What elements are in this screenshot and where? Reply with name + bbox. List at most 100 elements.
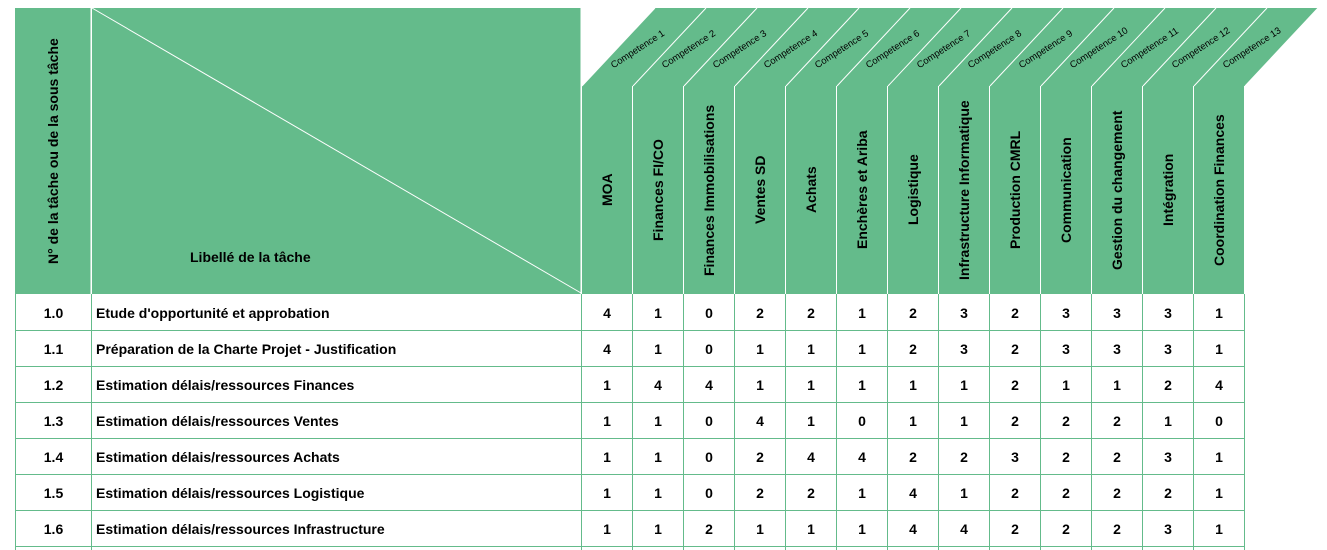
competence-value: 0 — [705, 304, 713, 321]
competence-separator — [1091, 7, 1166, 87]
competence-value: 1 — [960, 376, 968, 393]
competence-value: 0 — [705, 484, 713, 501]
competence-value: 1 — [909, 376, 917, 393]
competence-value: 1 — [654, 412, 662, 429]
competence-value: 1 — [756, 340, 764, 357]
competence-value: 1 — [654, 304, 662, 321]
competence-value: 4 — [909, 520, 917, 537]
competence-value: 1 — [654, 484, 662, 501]
competence-value: 2 — [909, 304, 917, 321]
competence-value: 2 — [1062, 412, 1070, 429]
task-label: Estimation délais/ressources Achats — [96, 448, 340, 465]
competence-value: 4 — [858, 448, 866, 465]
competence-value: 2 — [1113, 448, 1121, 465]
competence-value: 3 — [1113, 304, 1121, 321]
task-label: Estimation délais/ressources Ventes — [96, 412, 339, 429]
column-header: Ventes SD — [752, 155, 768, 225]
competence-value: 1 — [1215, 484, 1223, 501]
column-header: Finances Immobilisations — [701, 104, 717, 276]
competence-value: 2 — [1011, 376, 1019, 393]
task-label: Estimation délais/ressources Infrastruct… — [96, 520, 385, 537]
competence-value: 1 — [858, 376, 866, 393]
competence-value: 2 — [807, 484, 815, 501]
competence-value: 1 — [858, 484, 866, 501]
column-header: Communication — [1058, 137, 1074, 243]
competence-value: 1 — [807, 340, 815, 357]
competence-value: 3 — [1113, 340, 1121, 357]
competence-value: 2 — [909, 340, 917, 357]
competence-separator — [1142, 7, 1217, 87]
competence-value: 1 — [756, 520, 764, 537]
competence-value: 4 — [654, 376, 662, 393]
competence-value: 1 — [807, 520, 815, 537]
task-number: 1.0 — [43, 304, 64, 321]
competence-value: 4 — [909, 484, 917, 501]
task-number: 1.2 — [43, 376, 64, 393]
competence-value: 2 — [807, 304, 815, 321]
competence-value: 3 — [960, 340, 968, 357]
competence-separator — [1244, 7, 1319, 87]
competence-value: 1 — [603, 448, 611, 465]
task-number: 1.4 — [43, 448, 64, 465]
competence-value: 1 — [603, 412, 611, 429]
competence-value: 1 — [960, 484, 968, 501]
competence-value: 3 — [960, 304, 968, 321]
competence-value: 1 — [654, 340, 662, 357]
competence-value: 2 — [1113, 484, 1121, 501]
column-header: Gestion du changement — [1109, 110, 1125, 270]
task-number: 1.3 — [43, 412, 64, 429]
competence-value: 1 — [807, 376, 815, 393]
competence-value: 2 — [1011, 484, 1019, 501]
competence-value: 0 — [705, 340, 713, 357]
competence-value: 2 — [1062, 484, 1070, 501]
competence-separator — [734, 7, 809, 87]
competence-value: 3 — [1062, 340, 1070, 357]
competence-value: 1 — [603, 484, 611, 501]
competence-value: 2 — [1011, 412, 1019, 429]
column-header: Enchères et Ariba — [854, 130, 870, 250]
competence-separator — [1193, 7, 1268, 87]
competence-value: 1 — [1215, 520, 1223, 537]
competence-value: 4 — [603, 340, 611, 357]
column-header: Finances FI/CO — [650, 139, 666, 241]
competence-value: 3 — [1062, 304, 1070, 321]
task-number-header: N° de la tâche ou de la sous tâche — [45, 38, 61, 264]
competence-separator — [785, 7, 860, 87]
competence-value: 1 — [654, 520, 662, 537]
competence-value: 1 — [756, 376, 764, 393]
competence-separator — [938, 7, 1013, 87]
competence-value: 2 — [1164, 484, 1172, 501]
column-header: Infrastructure Informatique — [956, 100, 972, 280]
competence-value: 4 — [756, 412, 764, 429]
competence-value: 2 — [1062, 448, 1070, 465]
competence-band — [582, 8, 1318, 86]
competence-separator — [581, 7, 656, 87]
competence-value: 3 — [1164, 304, 1172, 321]
competence-value: 3 — [1164, 340, 1172, 357]
competence-value: 1 — [1215, 304, 1223, 321]
competence-value: 1 — [1215, 448, 1223, 465]
header-columns-bg — [582, 86, 1245, 294]
competence-value: 3 — [1164, 520, 1172, 537]
competence-value: 2 — [756, 304, 764, 321]
label-header-diagonal — [91, 7, 582, 294]
competence-value: 2 — [1011, 304, 1019, 321]
competence-value: 2 — [1113, 412, 1121, 429]
column-header: Logistique — [905, 154, 921, 226]
competence-value: 1 — [909, 412, 917, 429]
competence-separator — [887, 7, 962, 87]
competence-value: 4 — [807, 448, 815, 465]
column-header: Production CMRL — [1007, 130, 1023, 250]
column-header: Coordination Finances — [1211, 114, 1227, 266]
competence-value: 2 — [1011, 520, 1019, 537]
task-label: Estimation délais/ressources Finances — [96, 376, 355, 393]
competence-value: 2 — [756, 484, 764, 501]
column-header: Intégration — [1160, 153, 1176, 227]
competence-separator — [1040, 7, 1115, 87]
competence-separator — [836, 7, 911, 87]
competence-separator — [989, 7, 1064, 87]
competence-value: 2 — [1062, 520, 1070, 537]
competence-value: 1 — [960, 412, 968, 429]
competence-value: 2 — [1113, 520, 1121, 537]
